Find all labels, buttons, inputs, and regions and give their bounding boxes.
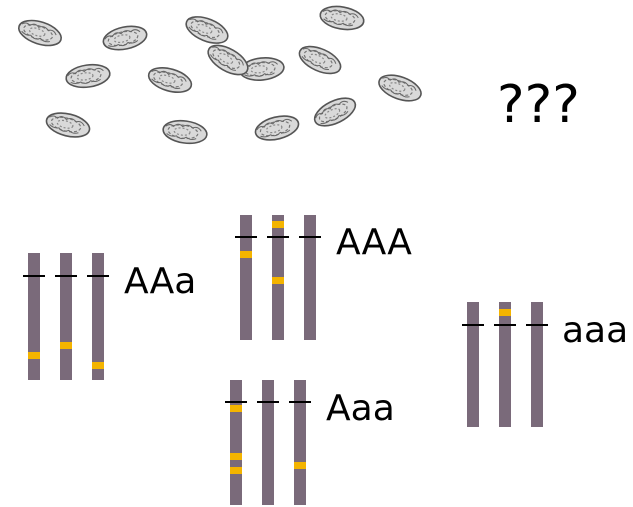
oyster-icon bbox=[100, 21, 150, 55]
oyster-icon bbox=[181, 10, 233, 50]
allele-band bbox=[28, 352, 40, 359]
chromosome bbox=[467, 302, 479, 427]
chromosome bbox=[262, 380, 274, 505]
genotype-label: AAa bbox=[124, 261, 196, 302]
question-mark-label: ??? bbox=[497, 75, 580, 135]
oyster-icon bbox=[252, 111, 302, 145]
chromosome bbox=[240, 215, 252, 340]
oyster-icon bbox=[63, 61, 113, 91]
chromosome bbox=[230, 380, 242, 505]
genotype-group-aaa-3: Aaa bbox=[225, 380, 395, 505]
genotype-group-aaa-2: AAA bbox=[235, 215, 412, 340]
chromosome bbox=[294, 380, 306, 505]
chromosome bbox=[92, 253, 104, 380]
chromosome bbox=[531, 302, 543, 427]
chromosome bbox=[304, 215, 316, 340]
allele-band bbox=[230, 405, 242, 412]
oyster-icon bbox=[145, 62, 195, 98]
genotype-label: Aaa bbox=[326, 388, 395, 429]
oyster-icon bbox=[43, 108, 93, 142]
oyster-icon bbox=[309, 91, 361, 133]
allele-band bbox=[294, 462, 306, 469]
oyster-icon bbox=[294, 40, 346, 80]
allele-band bbox=[92, 362, 104, 369]
allele-band bbox=[272, 277, 284, 284]
oyster-group bbox=[14, 2, 426, 147]
genotype-group-aaa-4: aaa bbox=[462, 302, 628, 427]
allele-band bbox=[60, 342, 72, 349]
allele-band bbox=[230, 467, 242, 474]
oyster-icon bbox=[160, 117, 210, 147]
genotype-group-aaa-1: AAa bbox=[23, 253, 196, 380]
oyster-icon bbox=[14, 14, 66, 52]
chromosome bbox=[499, 302, 511, 427]
chromosome bbox=[60, 253, 72, 380]
chromosome bbox=[28, 253, 40, 380]
allele-band bbox=[272, 221, 284, 228]
allele-band bbox=[499, 309, 511, 316]
genotype-label: AAA bbox=[336, 222, 412, 263]
allele-band bbox=[230, 453, 242, 460]
oyster-icon bbox=[374, 69, 426, 107]
oyster-icon bbox=[317, 2, 367, 34]
genotype-label: aaa bbox=[562, 310, 628, 351]
allele-band bbox=[240, 251, 252, 258]
